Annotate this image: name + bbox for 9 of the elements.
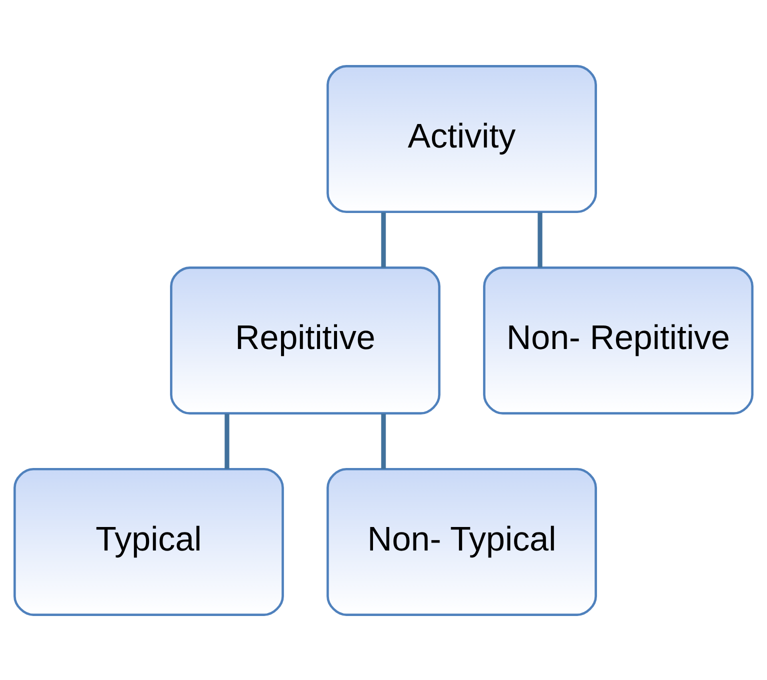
node-box: Non- Typical <box>326 467 597 616</box>
node-box: Repititive <box>170 266 440 414</box>
connector <box>381 413 386 469</box>
node-box: Activity <box>326 64 597 213</box>
connector <box>538 212 542 268</box>
connector <box>224 413 230 469</box>
node-box: Typical <box>14 467 284 616</box>
node-box: Non- Repititive <box>483 266 754 414</box>
connector <box>381 212 386 268</box>
